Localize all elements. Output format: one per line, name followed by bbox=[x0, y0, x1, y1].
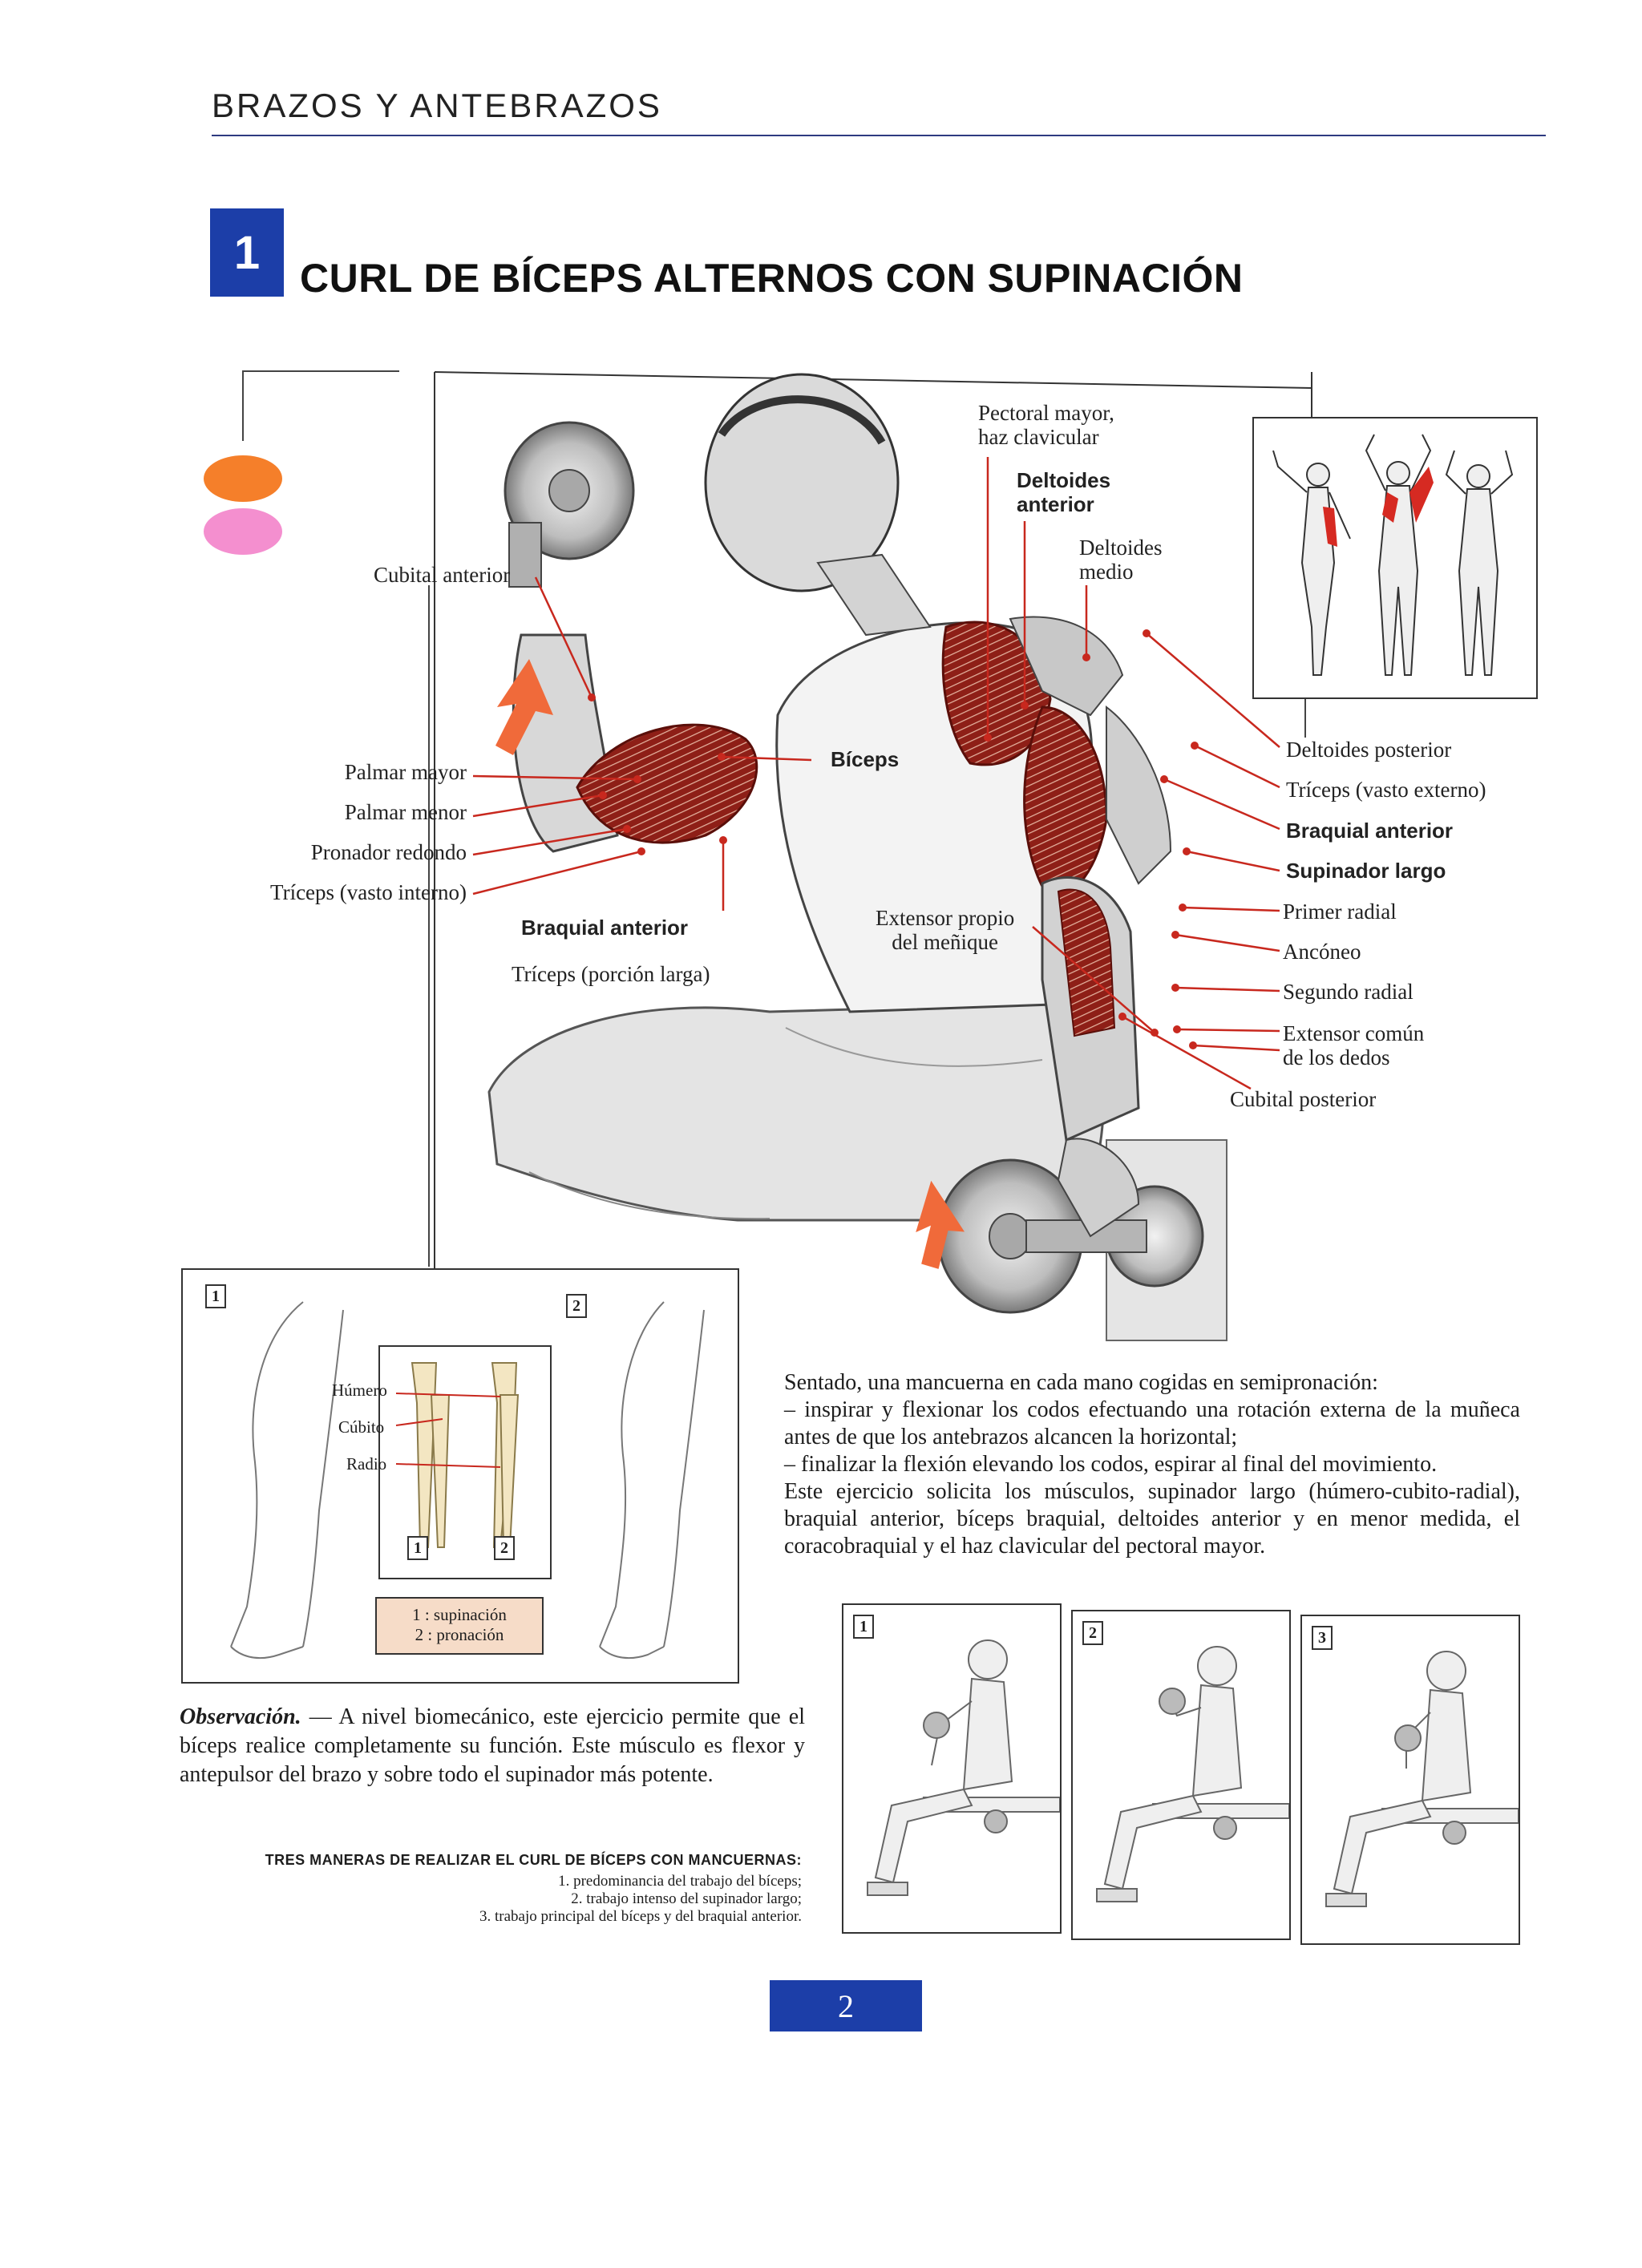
observation-heading: Observación. bbox=[180, 1704, 301, 1729]
observation: Observación. — A nivel biomecánico, este… bbox=[180, 1703, 805, 1789]
label-supinador-largo: Supinador largo bbox=[1286, 859, 1446, 883]
bones-box: 1 2 bbox=[378, 1345, 552, 1579]
label-deltoides-anterior: Deltoides anterior bbox=[1017, 468, 1111, 516]
bones-sub-number-1: 1 bbox=[407, 1536, 428, 1560]
label-ancoreo: Ancóneo bbox=[1283, 940, 1361, 964]
label-braquial-anterior-left: Braquial anterior bbox=[521, 916, 689, 940]
label-segundo-radial: Segundo radial bbox=[1283, 980, 1413, 1004]
main-illustration-svg bbox=[434, 371, 1312, 1341]
legend-pronacion: 2 : pronación bbox=[415, 1625, 504, 1644]
bone-label-humero: Húmero bbox=[332, 1381, 387, 1400]
method-panel-number-2: 2 bbox=[1082, 1621, 1103, 1645]
seated-woman-figure-3 bbox=[1325, 1651, 1519, 1907]
arm-outlines bbox=[230, 1301, 705, 1660]
label-triceps-porcion-larga: Tríceps (porción larga) bbox=[512, 962, 710, 986]
method-panel-3: 3 bbox=[1300, 1615, 1520, 1945]
label-cubital-anterior: Cubital anterior bbox=[374, 563, 511, 587]
observation-text: — A nivel biomecánico, este ejercicio pe… bbox=[180, 1704, 805, 1787]
three-ways-title: TRES MANERAS DE REALIZAR EL CURL DE BÍCE… bbox=[265, 1852, 802, 1868]
section-title: BRAZOS Y ANTEBRAZOS bbox=[212, 87, 662, 124]
three-ways-item-3: 3. trabajo principal del bíceps y del br… bbox=[479, 1908, 802, 1925]
label-pronador-redondo: Pronador redondo bbox=[310, 840, 467, 864]
three-ways-item-2: 2. trabajo intenso del supinador largo; bbox=[571, 1890, 802, 1907]
method-panel-1: 1 bbox=[842, 1603, 1062, 1934]
exercise-number: 1 bbox=[210, 208, 284, 297]
inset-panel-number-2: 2 bbox=[566, 1294, 587, 1318]
muscle-map-figures bbox=[1272, 434, 1514, 676]
margin-bracket-vertical bbox=[242, 370, 244, 441]
label-cubital-posterior: Cubital posterior bbox=[1230, 1087, 1377, 1111]
inset-panel-number-1: 1 bbox=[205, 1284, 226, 1308]
seated-woman-figure-2 bbox=[1096, 1646, 1290, 1902]
label-extensor-propio: Extensor propio del meñique bbox=[876, 906, 1015, 954]
orange-marker bbox=[204, 455, 282, 502]
bones-sub-number-2: 2 bbox=[494, 1536, 515, 1560]
label-braquial-anterior-right: Braquial anterior bbox=[1286, 819, 1454, 843]
header-rule bbox=[212, 135, 1546, 136]
label-palmar-menor: Palmar menor bbox=[344, 800, 467, 824]
exercise-title: CURL DE BÍCEPS ALTERNOS CON SUPINACIÓN bbox=[300, 256, 1244, 301]
margin-bracket bbox=[242, 370, 399, 372]
exercise-description: Sentado, una mancuerna en cada mano cogi… bbox=[784, 1370, 1520, 1558]
label-deltoides-posterior: Deltoides posterior bbox=[1286, 738, 1452, 762]
label-extensor-comun: Extensor común de los dedos bbox=[1283, 1021, 1425, 1069]
label-palmar-mayor: Palmar mayor bbox=[344, 760, 467, 784]
method-panel-number-3: 3 bbox=[1312, 1626, 1333, 1650]
seated-woman-figure-1 bbox=[867, 1639, 1061, 1896]
method-panel-number-1: 1 bbox=[853, 1615, 874, 1639]
method-panel-2: 2 bbox=[1071, 1610, 1291, 1940]
label-triceps-vasto-interno: Tríceps (vasto interno) bbox=[270, 880, 467, 904]
bone-label-cubito: Cúbito bbox=[338, 1417, 385, 1437]
label-primer-radial: Primer radial bbox=[1283, 900, 1397, 924]
bones-illustration bbox=[395, 1362, 520, 1548]
bone-label-radio: Radio bbox=[346, 1454, 387, 1474]
label-biceps: Bíceps bbox=[831, 747, 900, 771]
bone-legend: 1 : supinación 2 : pronación bbox=[375, 1597, 544, 1655]
pink-marker bbox=[204, 508, 282, 555]
legend-supinacion: 1 : supinación bbox=[412, 1605, 507, 1624]
label-deltoides-medio: Deltoides medio bbox=[1079, 536, 1163, 584]
muscle-map-inset bbox=[1252, 417, 1538, 699]
page-number: 2 bbox=[770, 1980, 922, 2031]
label-triceps-vasto-externo: Tríceps (vasto externo) bbox=[1286, 778, 1486, 802]
main-illustration bbox=[433, 370, 1313, 1364]
three-ways-item-1: 1. predominancia del trabajo del bíceps; bbox=[558, 1873, 802, 1890]
label-pectoral: Pectoral mayor, haz clavicular bbox=[978, 401, 1114, 449]
